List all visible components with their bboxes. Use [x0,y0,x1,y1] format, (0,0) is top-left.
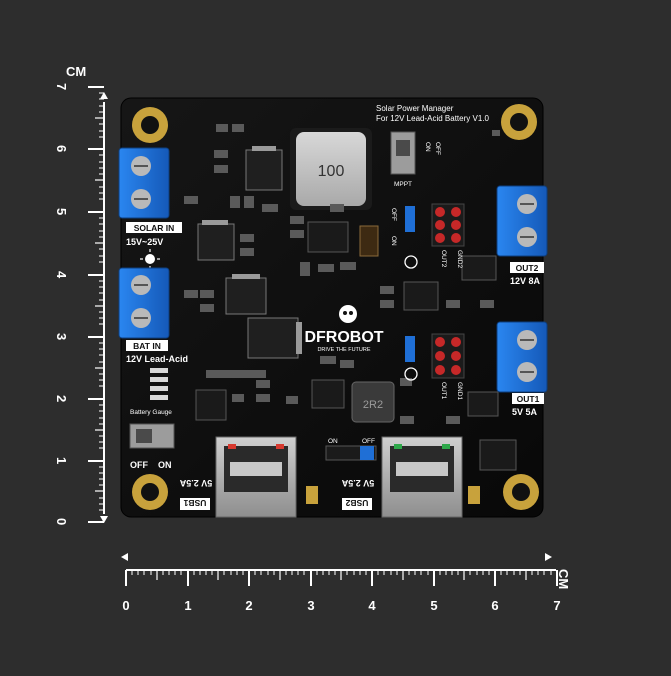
battery-gauge-leds: Battery Gauge [130,368,172,416]
v-tick-7: 7 [54,83,69,90]
ruler-arrow-left [121,553,128,561]
gauge-on-label: ON [158,460,172,470]
out2-switch-on: ON [390,236,397,246]
battery-gauge-label: Battery Gauge [130,409,172,416]
header-out2-label: OUT2 [440,250,447,268]
out2-switch-off: OFF [390,208,397,221]
solar-in-terminal[interactable] [118,147,170,219]
out1-jumper[interactable] [404,336,418,381]
out1-terminal[interactable] [496,321,548,393]
gauge-off-label: OFF [130,460,148,470]
solar-in-range: 15V~25V [126,237,163,247]
h-tick-6: 6 [491,598,498,613]
usb1-label: USB1 [183,498,206,508]
usb1-port[interactable] [215,436,297,518]
ruler-unit-vertical: CM [66,64,86,79]
fuse-usb2 [468,486,480,504]
brand-tagline: DRIVE THE FUTURE [317,347,370,353]
mppt-switch[interactable]: MPPT ON OFF [390,131,441,188]
ruler-arrow-top [100,92,108,99]
inductor-small-marking: 2R2 [363,399,383,411]
header-gnd1-label: GND1 [456,382,463,400]
small-inductor: 2R2 [351,381,395,423]
v-tick-3: 3 [54,333,69,340]
out1-label: OUT1 [517,394,540,404]
ruler-arrow-right [545,553,552,561]
capacitor [359,225,379,257]
board-title-line2: For 12V Lead-Acid Battery V1.0 [376,114,490,123]
usb-switch-on: ON [328,438,338,445]
vertical-ruler: CM [54,64,108,525]
ic-chips [195,221,517,471]
brand-name: DFROBOT [304,329,383,346]
ruler-unit-horizontal: CM [556,569,571,589]
h-tick-4: 4 [368,598,376,613]
usb1-rating: 5V 2.5A [179,478,212,488]
pcb-board: Solar Power Manager For 12V Lead-Acid Ba… [118,97,548,518]
mounting-holes [132,104,539,510]
board-title-line1: Solar Power Manager [376,104,454,113]
out1-rating: 5V 5A [512,407,538,417]
out2-rating: 12V 8A [510,276,541,286]
out2-jumper[interactable]: OFF ON [390,206,418,269]
h-tick-7: 7 [553,598,560,613]
ruler-arrow-bottom [100,516,108,523]
v-tick-1: 1 [54,457,69,464]
fuse-usb1 [306,486,318,504]
solar-in-label: SOLAR IN [134,223,175,233]
horizontal-ruler: CM [121,553,571,613]
smd-passives [184,124,500,424]
v-tick-6: 6 [54,145,69,152]
main-inductor: 100 [290,128,372,210]
bat-in-terminal[interactable] [118,267,170,339]
bat-in-label: BAT IN [133,341,161,351]
v-tick-0: 0 [54,518,69,525]
usb-switch-off: OFF [362,438,375,445]
header-gnd2-label: GND2 [456,250,463,268]
usb2-port[interactable] [381,436,463,518]
v-tick-2: 2 [54,395,69,402]
h-tick-3: 3 [307,598,314,613]
usb2-rating: 5V 2.5A [341,478,374,488]
out2-terminal[interactable] [496,185,548,257]
h-tick-1: 1 [184,598,191,613]
out1-header-pins[interactable]: OUT1 GND1 [431,333,465,400]
sun-icon [140,249,160,269]
brand-logo: DFROBOT DRIVE THE FUTURE [304,305,384,353]
out2-label: OUT2 [516,263,539,273]
h-tick-0: 0 [122,598,129,613]
h-tick-2: 2 [245,598,252,613]
mppt-off-label: OFF [434,142,441,155]
header-out1-label: OUT1 [440,382,447,400]
out2-header-pins[interactable]: OUT2 GND2 [431,203,465,268]
usb2-label: USB2 [345,498,368,508]
bat-in-type: 12V Lead-Acid [126,354,188,364]
h-tick-5: 5 [430,598,437,613]
mppt-on-label: ON [424,142,431,152]
battery-gauge-switch[interactable] [129,423,175,449]
inductor-main-marking: 100 [318,163,345,180]
mppt-label: MPPT [394,181,412,188]
v-tick-5: 5 [54,208,69,215]
v-tick-4: 4 [54,271,69,279]
usb-enable-switch[interactable]: ON OFF [325,438,377,461]
